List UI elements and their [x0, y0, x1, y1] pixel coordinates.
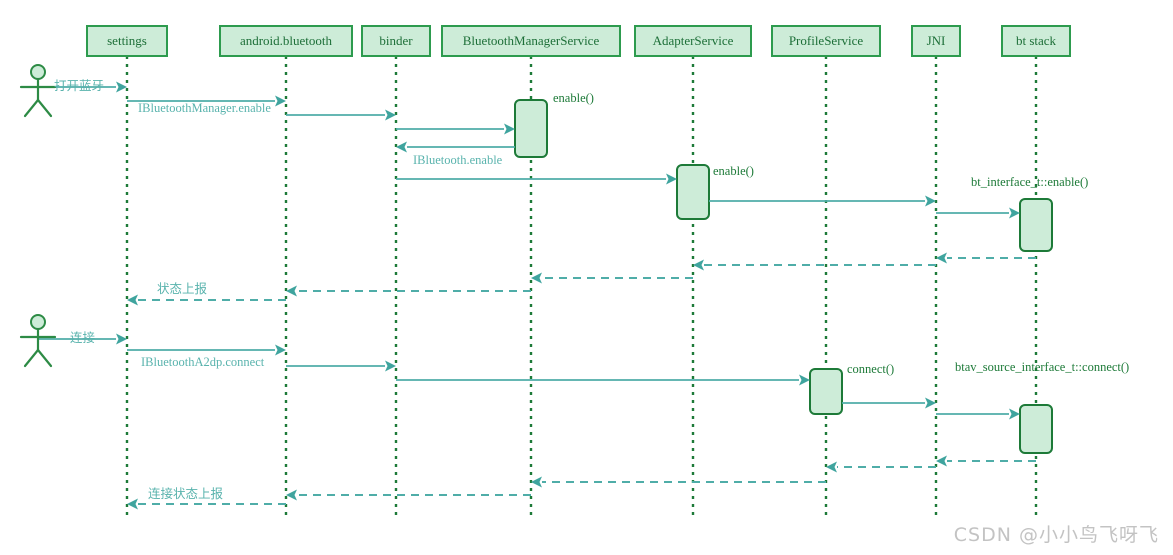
message-m6-arrowhead — [666, 173, 677, 185]
label-lbl-actor2: 连接 — [70, 330, 96, 345]
message-m19-arrowhead — [1009, 408, 1020, 420]
participant-box-btstack[interactable] — [1001, 25, 1071, 57]
actor-figures-group — [19, 64, 57, 368]
participant-label-profile: ProfileService — [789, 33, 864, 48]
participant-label-jni: JNI — [927, 33, 946, 48]
message-m20-arrowhead — [936, 455, 947, 467]
participant-label-apibt: android.bluetooth — [240, 33, 333, 48]
message-m4-arrowhead — [504, 123, 515, 135]
message-m12-arrowhead — [286, 285, 297, 297]
message-m2-arrowhead — [275, 95, 286, 107]
label-lbl-actor1: 打开蓝牙 — [54, 79, 104, 93]
activation-bar-bms — [514, 99, 548, 158]
label-lbl-ibtmgr: IBluetoothManager.enable — [138, 101, 271, 115]
participant-label-settings: settings — [107, 33, 147, 48]
message-m10-arrowhead — [693, 259, 704, 271]
lifelines-group — [125, 56, 1038, 520]
csdn-watermark: CSDN @小小鸟飞呀飞 — [953, 524, 1159, 546]
message-m9-arrowhead — [936, 252, 947, 264]
activation-bars-group — [514, 99, 1053, 454]
participant-box-jni[interactable] — [911, 25, 961, 57]
message-m23-arrowhead — [286, 489, 297, 501]
participant-box-profile[interactable] — [771, 25, 881, 57]
message-arrows-group — [38, 81, 1036, 510]
message-m1-arrowhead — [116, 81, 127, 93]
label-lbl-conn-status: 连接状态上报 — [148, 486, 224, 501]
activation-bar-profile — [809, 368, 843, 415]
message-labels-group: enable() IBluetooth.enable IBluetoothManag… — [54, 79, 1129, 501]
label-lbl-btav-connect: btav_source_interface_t::connect() — [955, 360, 1129, 374]
message-m22-arrowhead — [531, 476, 542, 488]
message-m8-arrowhead — [1009, 207, 1020, 219]
participant-box-binder[interactable] — [361, 25, 431, 57]
message-m18-arrowhead — [925, 397, 936, 409]
actor-actor-enable[interactable] — [19, 64, 57, 118]
participant-label-btstack: bt stack — [1016, 33, 1057, 48]
participant-label-binder: binder — [379, 33, 413, 48]
label-lbl-ibluetooth: IBluetooth.enable — [413, 153, 503, 167]
label-lbl-enable-bms: enable() — [553, 91, 594, 105]
activation-bar-btstack — [1019, 404, 1053, 454]
label-lbl-enable-adapter: enable() — [713, 164, 754, 178]
message-m15-arrowhead — [275, 344, 286, 356]
label-lbl-a2dp-connect: IBluetoothA2dp.connect — [141, 355, 265, 369]
participant-box-settings[interactable] — [86, 25, 168, 57]
message-m17-arrowhead — [799, 374, 810, 386]
message-m16-arrowhead — [385, 360, 396, 372]
message-m5-arrowhead — [396, 141, 407, 153]
message-m7-arrowhead — [925, 195, 936, 207]
message-m14-arrowhead — [116, 333, 127, 345]
participant-box-apibt[interactable] — [219, 25, 353, 57]
activation-bar-adapter — [676, 164, 710, 220]
actor-actor-connect[interactable] — [19, 314, 57, 368]
participant-label-adapter: AdapterService — [653, 33, 734, 48]
label-lbl-status: 状态上报 — [157, 281, 208, 296]
participant-label-bms: BluetoothManagerService — [463, 33, 600, 48]
activation-bar-btstack — [1019, 198, 1053, 252]
message-m3-arrowhead — [385, 109, 396, 121]
message-m24-arrowhead — [127, 498, 138, 510]
label-lbl-connect: connect() — [847, 362, 894, 376]
label-lbl-bt-iface-enable: bt_interface_t::enable() — [971, 175, 1088, 189]
message-m21-arrowhead — [826, 461, 837, 473]
message-m13-arrowhead — [127, 294, 138, 306]
participant-boxes-group: settings android.bluetooth binder Bluetooth… — [86, 25, 1071, 57]
participant-box-adapter[interactable] — [634, 25, 752, 57]
message-m11-arrowhead — [531, 272, 542, 284]
participant-box-bms[interactable] — [441, 25, 621, 57]
